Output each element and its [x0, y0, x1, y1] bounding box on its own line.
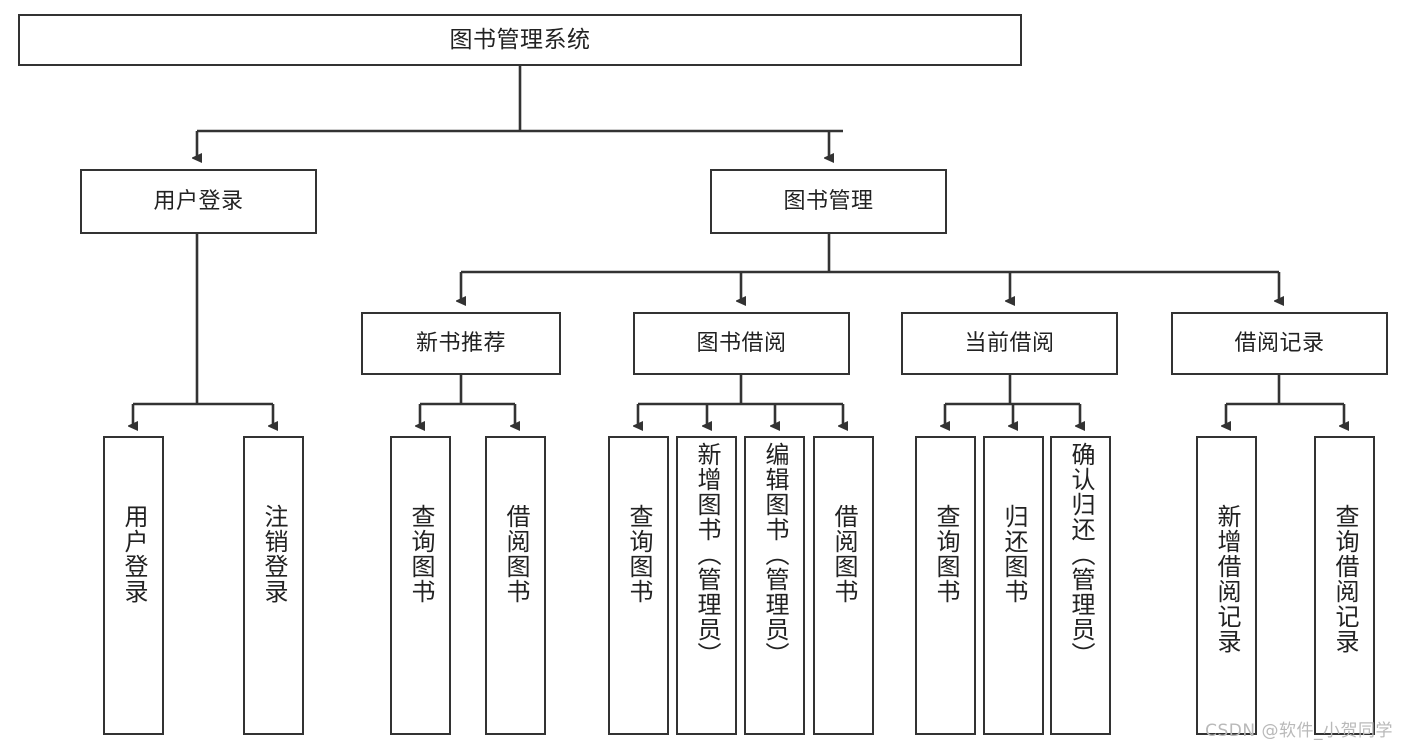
leaf-label: 借阅图书 [501, 504, 530, 604]
node-book-management[interactable]: 图书管理 [710, 169, 947, 234]
node-label: 当前借阅 [964, 330, 1055, 356]
leaf-label: 新增图书（管理员） [692, 442, 721, 667]
leaf-label: 查询图书 [931, 504, 960, 604]
node-label: 图书借阅 [696, 330, 787, 356]
leaf-label: 归还图书 [999, 504, 1028, 604]
leaf-label: 用户登录 [119, 504, 148, 604]
leaf-label: 查询图书 [406, 504, 435, 604]
leaf-node-current-borrow-query[interactable]: 查询图书 [915, 436, 976, 735]
leaf-node-new-book-query[interactable]: 查询图书 [390, 436, 451, 735]
leaf-node-current-borrow-confirm-admin[interactable]: 确认归还（管理员） [1050, 436, 1111, 735]
node-current-borrow[interactable]: 当前借阅 [901, 312, 1118, 375]
leaf-label: 查询借阅记录 [1330, 504, 1359, 654]
node-label: 借阅记录 [1234, 330, 1325, 356]
node-user-login[interactable]: 用户登录 [80, 169, 317, 234]
node-label: 用户登录 [153, 188, 244, 214]
leaf-node-user-login-signout[interactable]: 注销登录 [243, 436, 304, 735]
leaf-node-borrow-record-add[interactable]: 新增借阅记录 [1196, 436, 1257, 735]
leaf-node-borrow-record-query[interactable]: 查询借阅记录 [1314, 436, 1375, 735]
node-label: 新书推荐 [415, 330, 506, 356]
leaf-node-book-borrow-edit-admin[interactable]: 编辑图书（管理员） [744, 436, 805, 735]
leaf-node-book-borrow-query[interactable]: 查询图书 [608, 436, 669, 735]
leaf-label: 查询图书 [624, 504, 653, 604]
node-new-book-recommend[interactable]: 新书推荐 [361, 312, 561, 375]
leaf-node-book-borrow-borrow[interactable]: 借阅图书 [813, 436, 874, 735]
leaf-label: 新增借阅记录 [1212, 504, 1241, 654]
leaf-label: 确认归还（管理员） [1066, 442, 1095, 667]
leaf-label: 借阅图书 [829, 504, 858, 604]
leaf-label: 编辑图书（管理员） [760, 442, 789, 667]
node-book-borrow[interactable]: 图书借阅 [633, 312, 850, 375]
leaf-node-book-borrow-add-admin[interactable]: 新增图书（管理员） [676, 436, 737, 735]
leaf-node-new-book-borrow[interactable]: 借阅图书 [485, 436, 546, 735]
node-label: 图书管理 [783, 188, 874, 214]
node-label: 图书管理系统 [449, 26, 591, 53]
leaf-label: 注销登录 [259, 504, 288, 604]
node-borrow-record[interactable]: 借阅记录 [1171, 312, 1388, 375]
leaf-node-user-login-signin[interactable]: 用户登录 [103, 436, 164, 735]
node-root-library-management-system[interactable]: 图书管理系统 [18, 14, 1022, 66]
leaf-node-current-borrow-return[interactable]: 归还图书 [983, 436, 1044, 735]
